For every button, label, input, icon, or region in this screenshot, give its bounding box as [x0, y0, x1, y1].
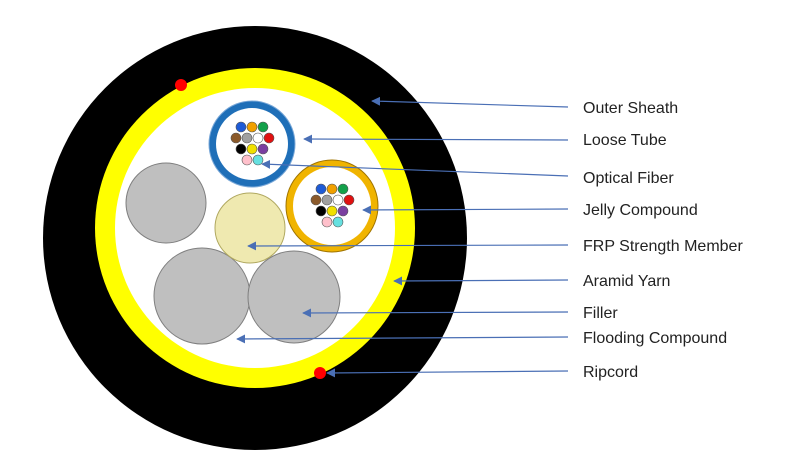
leader-ripcord	[326, 368, 569, 378]
leader-flooding-compound	[236, 334, 569, 344]
optical-fiber	[315, 205, 327, 217]
optical-fiber	[332, 194, 344, 206]
optical-fiber	[241, 154, 253, 166]
leader-jelly-compound	[362, 205, 569, 215]
optical-fiber	[241, 132, 253, 144]
optical-fiber	[321, 216, 333, 228]
leader-outer-sheath	[371, 96, 569, 108]
label-outer-sheath: Outer Sheath	[583, 100, 678, 117]
frp-strength-member	[214, 192, 286, 264]
label-jelly-compound: Jelly Compound	[583, 202, 698, 219]
leader-loose-tube	[303, 134, 569, 144]
optical-fiber	[246, 143, 258, 155]
optical-fiber	[337, 205, 349, 217]
leader-frp-strength-member	[247, 241, 569, 251]
ripcord-top	[175, 79, 187, 91]
optical-fiber	[332, 216, 344, 228]
optical-fiber	[257, 143, 269, 155]
optical-fiber	[263, 132, 275, 144]
optical-fiber	[246, 121, 258, 133]
optical-fiber-bundle-orange	[310, 183, 355, 228]
leader-lines	[236, 96, 569, 378]
optical-fiber	[252, 154, 264, 166]
ripcord-bottom	[314, 367, 326, 379]
optical-fiber	[257, 121, 269, 133]
optical-fiber	[310, 194, 322, 206]
filler-left	[125, 162, 207, 244]
optical-fiber-bundle-blue	[230, 121, 275, 166]
label-aramid-yarn: Aramid Yarn	[583, 273, 670, 290]
optical-fiber	[315, 183, 327, 195]
label-flooding-compound: Flooding Compound	[583, 330, 727, 347]
optical-fiber	[235, 143, 247, 155]
leader-filler	[302, 308, 569, 318]
label-ripcord: Ripcord	[583, 364, 638, 381]
filler-bottom-left	[153, 247, 251, 345]
optical-fiber	[337, 183, 349, 195]
label-filler: Filler	[583, 305, 618, 322]
optical-fiber	[326, 205, 338, 217]
optical-fiber	[321, 194, 333, 206]
leader-aramid-yarn	[393, 276, 569, 286]
optical-fiber	[252, 132, 264, 144]
optical-fiber	[230, 132, 242, 144]
optical-fiber	[343, 194, 355, 206]
filler-bottom-right	[247, 250, 341, 344]
label-loose-tube: Loose Tube	[583, 132, 667, 149]
optical-fiber	[326, 183, 338, 195]
label-optical-fiber: Optical Fiber	[583, 170, 674, 187]
label-frp-strength-member: FRP Strength Member	[583, 238, 743, 255]
optical-fiber	[235, 121, 247, 133]
leader-optical-fiber	[261, 159, 569, 177]
